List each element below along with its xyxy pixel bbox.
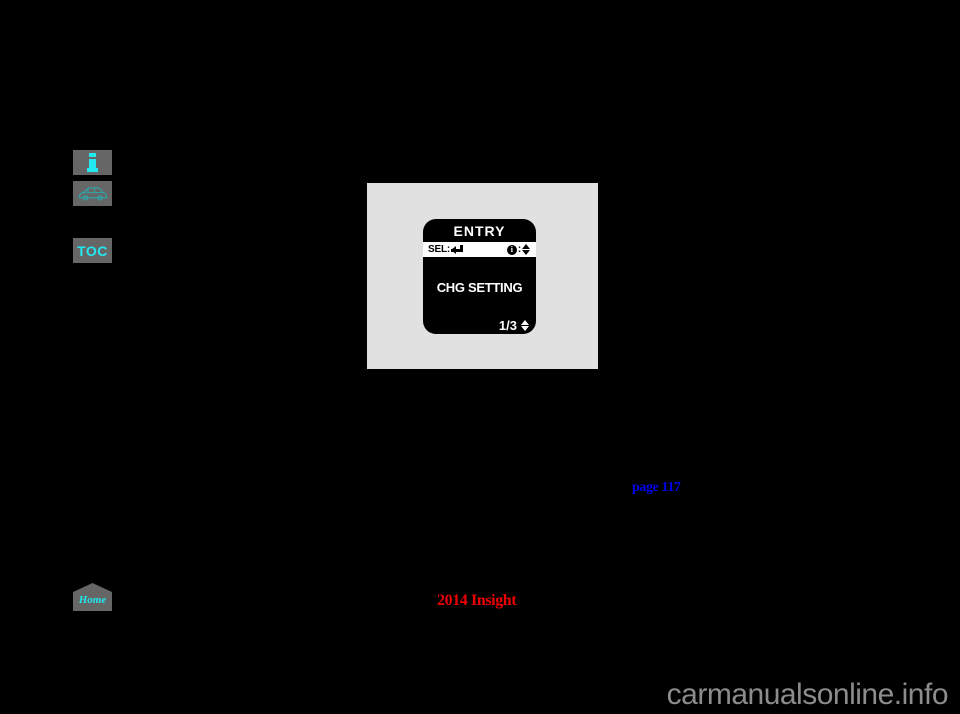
site-watermark: carmanualsonline.info [666,678,949,711]
up-down-arrow-icon-footer [521,319,530,331]
sidebar-item-toc[interactable]: TOC [73,238,112,263]
display-title: ENTRY [453,223,506,239]
info-i-icon [87,153,98,172]
page-indicator: 1/3 [498,317,517,333]
illustration-panel: ENTRY SEL: i : CHG SETTING 1/3 [367,183,598,369]
sidebar-item-home[interactable]: Home [73,583,112,611]
up-down-arrow-icon [522,244,531,255]
display-body: CHG SETTING [423,257,536,316]
enter-return-arrow-icon [450,244,463,255]
display-footer: 1/3 [423,316,536,334]
info-circle-icon: i [506,244,517,255]
toc-label: TOC [77,242,108,259]
sidebar-item-vehicle[interactable] [73,181,112,206]
model-title: 2014 Insight [437,592,517,609]
display-select-bar: SEL: i : [423,242,536,257]
select-label: SEL: [428,244,450,255]
page-reference-link[interactable]: page 117 [632,480,681,495]
info-separator: : [517,244,521,255]
car-side-icon [78,187,107,201]
home-label: Home [78,594,107,606]
display-body-text: CHG SETTING [436,280,523,295]
sidebar-item-info[interactable] [73,150,112,175]
multi-information-display: ENTRY SEL: i : CHG SETTING 1/3 [423,219,536,334]
